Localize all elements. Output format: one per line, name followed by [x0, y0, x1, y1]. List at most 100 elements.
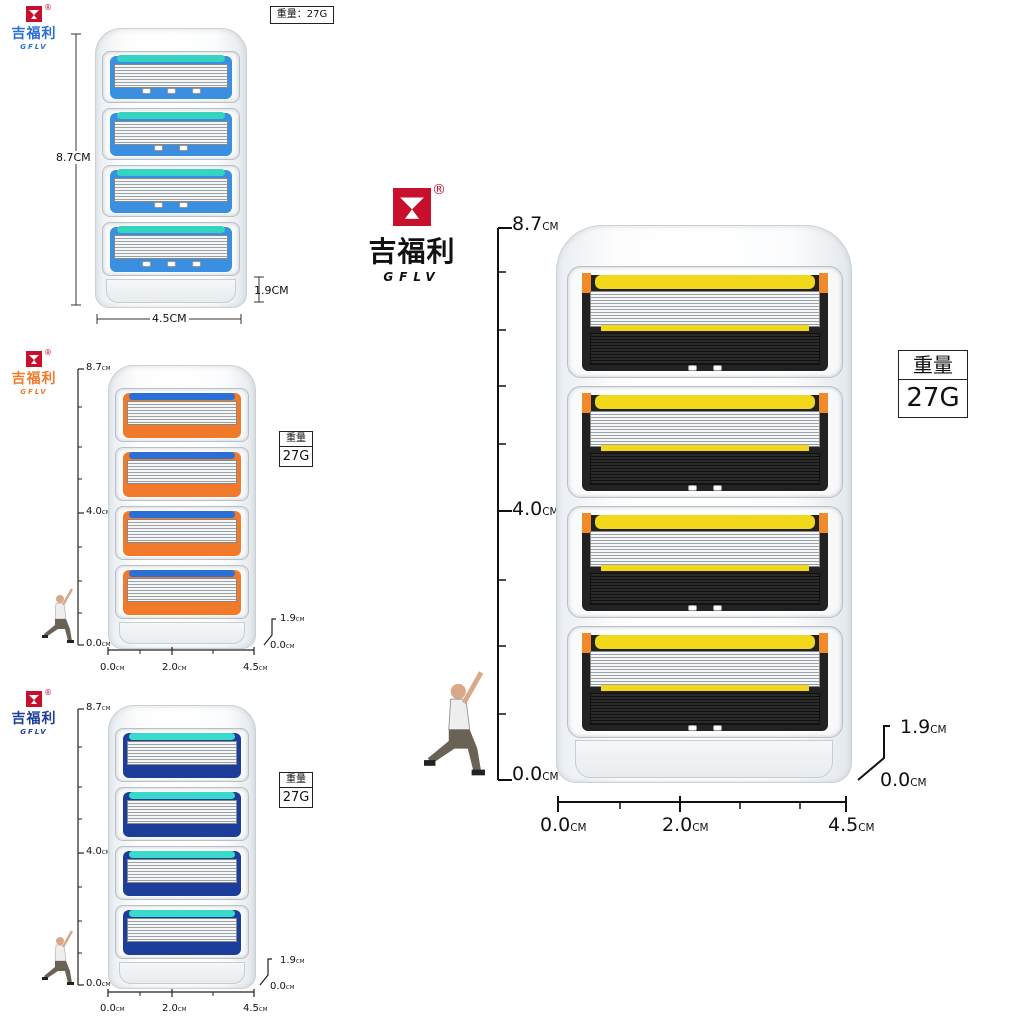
depth-label: 1.9CM: [254, 284, 289, 297]
height-axis: [77, 708, 84, 986]
panel-orange-pack: ® 吉福利 GFLV 8.7CM 4.0CM 0.0CM: [0, 345, 320, 680]
y-tick-label: 4.0CM: [86, 506, 111, 517]
pack-base: [119, 622, 245, 644]
width-label: 4.5CM: [150, 312, 189, 325]
x-tick-label: 4.5CM: [243, 1003, 268, 1014]
y-tick-label: 8.7CM: [86, 702, 111, 713]
brand-mark-icon: [26, 351, 42, 367]
panel-yellow-pack: ® 吉福利 GFLV 8.7CM 4.0CM 0.0CM: [360, 180, 1000, 850]
weight-label: 重量 27G: [279, 772, 313, 808]
brand-name-cn: 吉福利: [11, 26, 57, 42]
cartridge: [567, 506, 843, 618]
cartridge-pack: [108, 705, 256, 989]
depth-top-label: 1.9CM: [280, 955, 305, 966]
x-tick-label: 0.0CM: [100, 662, 125, 673]
depth-bottom-label: 0.0CM: [270, 981, 295, 992]
registered-mark: ®: [44, 3, 52, 12]
cartridge: [102, 51, 240, 103]
depth-bottom-label: 0.0CM: [270, 640, 295, 651]
depth-indicator: [259, 958, 272, 986]
weight-value: 27G: [282, 449, 310, 464]
cartridge: [567, 386, 843, 498]
weight-label: 重量 27G: [279, 431, 313, 467]
brand-logo: ® 吉福利 GFLV: [8, 688, 60, 736]
x-tick-label: 2.0CM: [162, 1003, 187, 1014]
cartridge: [115, 846, 249, 900]
cartridge: [115, 565, 249, 619]
cartridge-pack: [556, 225, 852, 783]
brand-logo: ® 吉福利 GFLV: [362, 182, 462, 284]
weight-title: 重量: [899, 351, 967, 380]
pack-base: [575, 740, 833, 778]
cartridge: [115, 905, 249, 959]
x-tick-label: 2.0CM: [662, 814, 709, 836]
weight-title: 重量: [280, 432, 312, 447]
panel-navy-pack: ® 吉福利 GFLV 8.7CM 4.0CM 0.0CM: [0, 685, 320, 1024]
weight-value: 27G: [282, 790, 310, 805]
depth-top-label: 1.9CM: [280, 613, 305, 624]
cartridge: [102, 108, 240, 160]
weight-value: 27G: [906, 383, 960, 413]
height-axis: [77, 368, 84, 646]
brand-mark-icon: [393, 188, 431, 226]
brand-logo: ® 吉福利 GFLV: [8, 3, 60, 51]
brand-name-cn: 吉福利: [11, 371, 57, 387]
weight-text: 重量：27G: [276, 9, 328, 20]
y-tick-label: 8.7CM: [512, 213, 559, 235]
x-tick-label: 2.0CM: [162, 662, 187, 673]
brand-name-cn: 吉福利: [11, 711, 57, 727]
cartridge: [115, 388, 249, 442]
weight-label: 重量 27G: [898, 350, 968, 418]
cartridge: [567, 266, 843, 378]
brand-name-en: GFLV: [20, 728, 48, 736]
depth-top-label: 1.9CM: [900, 716, 947, 738]
depth-indicator: [857, 725, 890, 781]
cartridge: [115, 506, 249, 560]
y-tick-label: 4.0CM: [512, 498, 559, 520]
registered-mark: ®: [432, 182, 446, 198]
pack-base: [106, 279, 236, 303]
y-tick-label: 8.7CM: [86, 362, 111, 373]
depth-bottom-label: 0.0CM: [880, 769, 927, 791]
x-tick-label: 0.0CM: [100, 1003, 125, 1014]
cartridge-pack: [95, 28, 247, 308]
x-tick-label: 0.0CM: [540, 814, 587, 836]
cartridge: [115, 447, 249, 501]
pack-base: [119, 962, 245, 984]
width-axis: [557, 796, 847, 812]
cartridge: [567, 626, 843, 738]
panel-blue-pack: ® 吉福利 GFLV 重量：27G 8.7CM: [0, 0, 340, 335]
y-tick-label: 0.0CM: [512, 763, 559, 785]
height-axis: [497, 227, 512, 781]
brand-name-en: GFLV: [20, 43, 48, 51]
y-tick-label: 0.0CM: [86, 638, 111, 649]
y-tick-label: 0.0CM: [86, 978, 111, 989]
height-dimension-line: [71, 33, 81, 306]
brand-name-en: GFLV: [20, 388, 48, 396]
x-tick-label: 4.5CM: [243, 662, 268, 673]
width-axis: [107, 989, 255, 997]
weight-label: 重量：27G: [270, 6, 334, 24]
depth-indicator: [263, 618, 276, 646]
cartridge: [115, 728, 249, 782]
kneeling-man-figure: [424, 671, 485, 776]
brand-mark-icon: [26, 6, 42, 22]
cartridge: [102, 222, 240, 276]
cartridge: [102, 165, 240, 217]
x-tick-label: 4.5CM: [828, 814, 875, 836]
kneeling-man-figure: [42, 930, 74, 985]
brand-name-en: GFLV: [383, 270, 441, 284]
brand-logo: ® 吉福利 GFLV: [8, 348, 60, 396]
brand-mark-icon: [26, 691, 42, 707]
registered-mark: ®: [44, 688, 52, 697]
cartridge-pack: [108, 365, 256, 649]
y-tick-label: 4.0CM: [86, 846, 111, 857]
height-label: 8.7CM: [56, 151, 91, 164]
kneeling-man-figure: [42, 588, 74, 643]
brand-name-cn: 吉福利: [368, 235, 456, 268]
cartridge: [115, 787, 249, 841]
width-axis: [107, 647, 255, 655]
registered-mark: ®: [44, 348, 52, 357]
weight-title: 重量: [280, 773, 312, 788]
depth-dimension-line: [254, 276, 264, 303]
